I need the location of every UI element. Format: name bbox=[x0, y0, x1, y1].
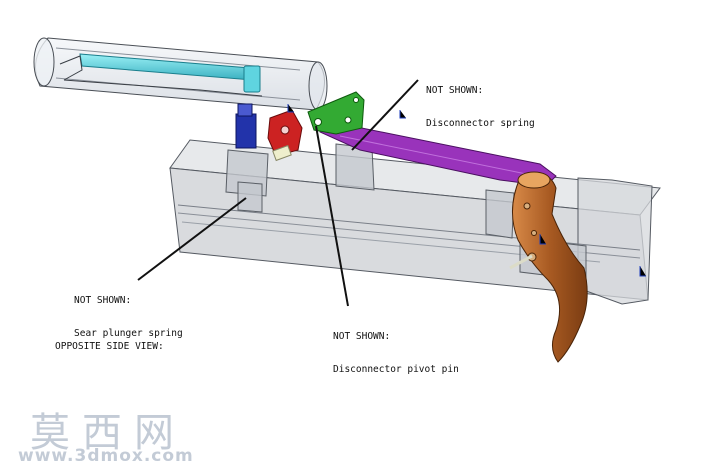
axis-triads bbox=[287, 104, 646, 277]
callout-line: NOT SHOWN: bbox=[74, 295, 132, 306]
watermark-url: www.3dmox.com bbox=[18, 446, 194, 466]
watermark-chinese: 莫西网 bbox=[30, 410, 186, 456]
callout-line: NOT SHOWN: bbox=[333, 331, 391, 342]
trigger bbox=[509, 171, 588, 363]
callout-line: Disconnector spring bbox=[426, 118, 535, 129]
view-label: OPPOSITE SIDE VIEW: bbox=[55, 341, 164, 352]
leader-disconnector-spring bbox=[351, 79, 419, 151]
callout-line: NOT SHOWN: bbox=[426, 85, 484, 96]
callout-disconnector-pivot-pin: NOT SHOWN: Disconnector pivot pin bbox=[333, 309, 459, 397]
callout-sear-plunger-spring: NOT SHOWN: Sear plunger spring bbox=[74, 273, 183, 361]
disconnector bbox=[307, 91, 365, 135]
callout-line: Disconnector pivot pin bbox=[333, 364, 459, 375]
leader-disconnector-pivot-pin bbox=[315, 125, 349, 307]
sear bbox=[267, 109, 303, 162]
leader-sear-plunger-spring bbox=[137, 197, 247, 281]
callout-line: Sear plunger spring bbox=[74, 328, 183, 339]
rod-linkage bbox=[59, 55, 263, 97]
callout-leaders bbox=[137, 79, 419, 307]
callout-disconnector-spring: NOT SHOWN: Disconnector spring bbox=[426, 63, 535, 151]
sear-plunger bbox=[235, 103, 257, 149]
